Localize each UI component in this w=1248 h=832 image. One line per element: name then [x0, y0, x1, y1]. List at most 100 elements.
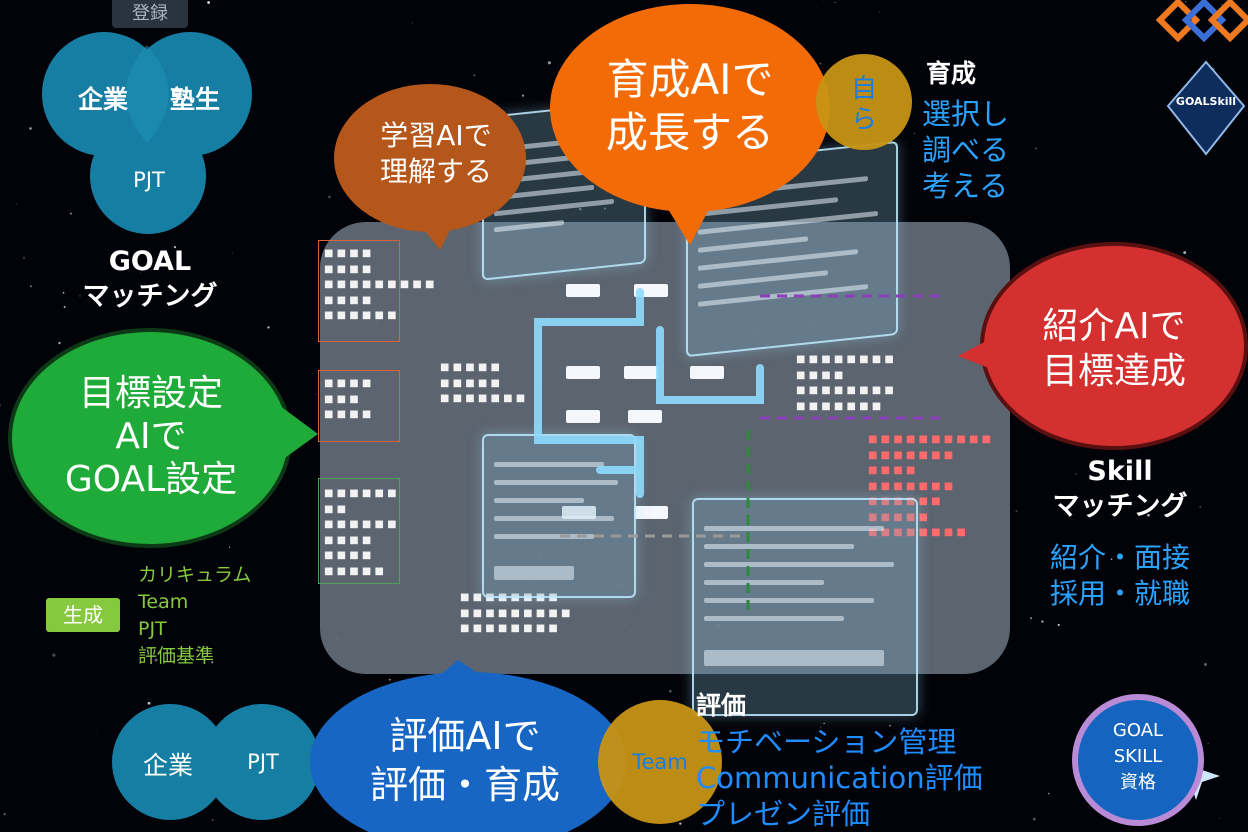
skill-matching-title: Skill マッチング: [1030, 456, 1210, 522]
star: [173, 245, 177, 249]
star: [473, 74, 476, 77]
mock-text-2: ■ ■ ■ ■ ■ ■ ■ ■ ■ ■ ■: [324, 378, 372, 420]
star: [820, 726, 822, 728]
goal-bubble-line1: 目標設定: [78, 373, 223, 414]
skill-matching-list: 紹介・面接 採用・就職: [1030, 540, 1210, 612]
star: [834, 1, 836, 3]
self-line2: ら: [850, 105, 877, 136]
eval-bubble-line2: 評価・育成: [369, 763, 560, 808]
star: [62, 291, 65, 294]
star: [1030, 617, 1032, 620]
star: [267, 326, 270, 329]
generate-badge-label: 生成: [63, 603, 103, 627]
glass-card-growth: [686, 140, 898, 358]
star: [668, 689, 672, 693]
star: [1147, 513, 1150, 517]
star: [1015, 510, 1018, 513]
flow-box-3: [318, 478, 400, 584]
glass-card-center: [482, 434, 636, 598]
star: [1207, 742, 1209, 745]
self-circle-text: 自 ら: [844, 74, 884, 136]
star: [328, 195, 331, 199]
mock-text-1: ■ ■ ■ ■ ■ ■ ■ ■ ■ ■ ■ ■ ■ ■ ■ ■ ■ ■ ■ ■ …: [324, 248, 435, 321]
learn-bubble-line2: 理解する: [379, 155, 492, 189]
star: [823, 722, 825, 725]
generate-item-pjt: PJT: [138, 618, 167, 640]
eval-bubble-text: 評価AIで 評価・育成: [330, 712, 600, 811]
star: [844, 772, 846, 774]
star: [52, 653, 56, 657]
star: [29, 127, 32, 130]
mock-text-3: ■ ■ ■ ■ ■ ■ ■ ■ ■ ■ ■ ■ ■ ■ ■ ■ ■ ■ ■ ■ …: [324, 488, 397, 577]
star: [3, 812, 6, 816]
star: [29, 285, 32, 288]
star: [69, 212, 72, 215]
mock-text-red-right: ■ ■ ■ ■ ■ ■ ■ ■ ■ ■ ■ ■ ■ ■ ■ ■ ■ ■ ■ ■ …: [868, 434, 992, 538]
register-label: 登録: [132, 3, 168, 24]
hyoka-block: 評価 モチベーション管理 Communication評価 プレゼン評価: [696, 686, 983, 832]
intro-bubble-line2: 目標達成: [1041, 351, 1186, 392]
ikusei-item-research: 調べる: [922, 133, 1010, 167]
goal-bubble-line3: GOAL設定: [64, 459, 238, 501]
skill-item-hiring: 採用・就職: [1049, 577, 1190, 610]
star: [1203, 662, 1208, 667]
skill-matching-line1: Skill: [1087, 456, 1153, 487]
star: [889, 724, 891, 727]
star: [140, 272, 142, 274]
venn-company-label: 企業: [77, 85, 128, 114]
star: [878, 11, 880, 13]
goal-skill-line1: GOAL: [1112, 720, 1164, 741]
star: [1110, 558, 1113, 560]
star: [79, 295, 81, 297]
generate-badge: 生成: [46, 598, 120, 632]
flow-node: [634, 506, 668, 519]
mock-text-mid-right: ■ ■ ■ ■ ■ ■ ■ ■ ■ ■ ■ ■ ■ ■ ■ ■ ■ ■ ■ ■ …: [796, 354, 894, 412]
goal-matching-line1: GOAL: [108, 246, 192, 277]
hyoka-item-motivation: モチベーション管理: [696, 725, 957, 759]
self-line1: 自: [850, 74, 877, 104]
star: [211, 661, 214, 664]
team-circle-label: Team: [632, 750, 688, 774]
learn-bubble-text: 学習AIで 理解する: [356, 118, 516, 191]
generate-list: カリキュラム Team PJT 評価基準: [138, 562, 251, 670]
star: [1075, 473, 1077, 475]
goal-skill-circle: [1072, 694, 1204, 826]
grow-bubble-line1: 育成AIで: [606, 55, 774, 104]
goal-skill-line2: SKILL: [1113, 746, 1163, 767]
star: [166, 601, 169, 604]
goal-matching-line2: マッチング: [82, 281, 218, 313]
star: [148, 257, 151, 260]
star: [63, 306, 66, 308]
goal-skill-text: GOAL SKILL 資格: [1072, 718, 1204, 796]
intro-bubble-line1: 紹介AIで: [1042, 306, 1186, 347]
star: [210, 30, 211, 32]
star: [95, 732, 97, 734]
register-badge: 登録: [112, 0, 188, 28]
generate-item-criteria: 評価基準: [138, 645, 215, 667]
flow-node: [634, 284, 668, 297]
venn-bottom-pjt-label: PJT: [247, 750, 279, 774]
skill-matching-line2: マッチング: [1052, 491, 1188, 523]
flow-node: [628, 410, 662, 423]
ikusei-title: 育成: [926, 59, 977, 88]
ikusei-item-select: 選択し: [922, 97, 1010, 131]
star: [0, 404, 2, 407]
flow-node: [562, 506, 596, 519]
flow-box-1: [318, 240, 400, 342]
hyoka-item-presentation: プレゼン評価: [696, 797, 871, 831]
star: [157, 604, 161, 608]
star: [1035, 147, 1037, 150]
grow-bubble-text: 育成AIで 成長する: [580, 54, 800, 159]
mock-text-center: ■ ■ ■ ■ ■ ■ ■ ■ ■ ■ ■ ■ ■ ■ ■ ■ ■: [440, 362, 526, 404]
flow-box-2: [318, 370, 400, 442]
star: [16, 203, 18, 205]
goal-skill-line3: 資格: [1120, 772, 1156, 793]
flow-node: [566, 366, 600, 379]
learn-bubble-line1: 学習AIで: [380, 119, 492, 152]
star: [154, 658, 158, 662]
skill-item-interview: 紹介・面接: [1049, 541, 1190, 574]
star: [986, 113, 988, 115]
goal-bubble-line2: AIで: [115, 416, 187, 458]
venn-pjt-label: PJT: [133, 168, 165, 192]
